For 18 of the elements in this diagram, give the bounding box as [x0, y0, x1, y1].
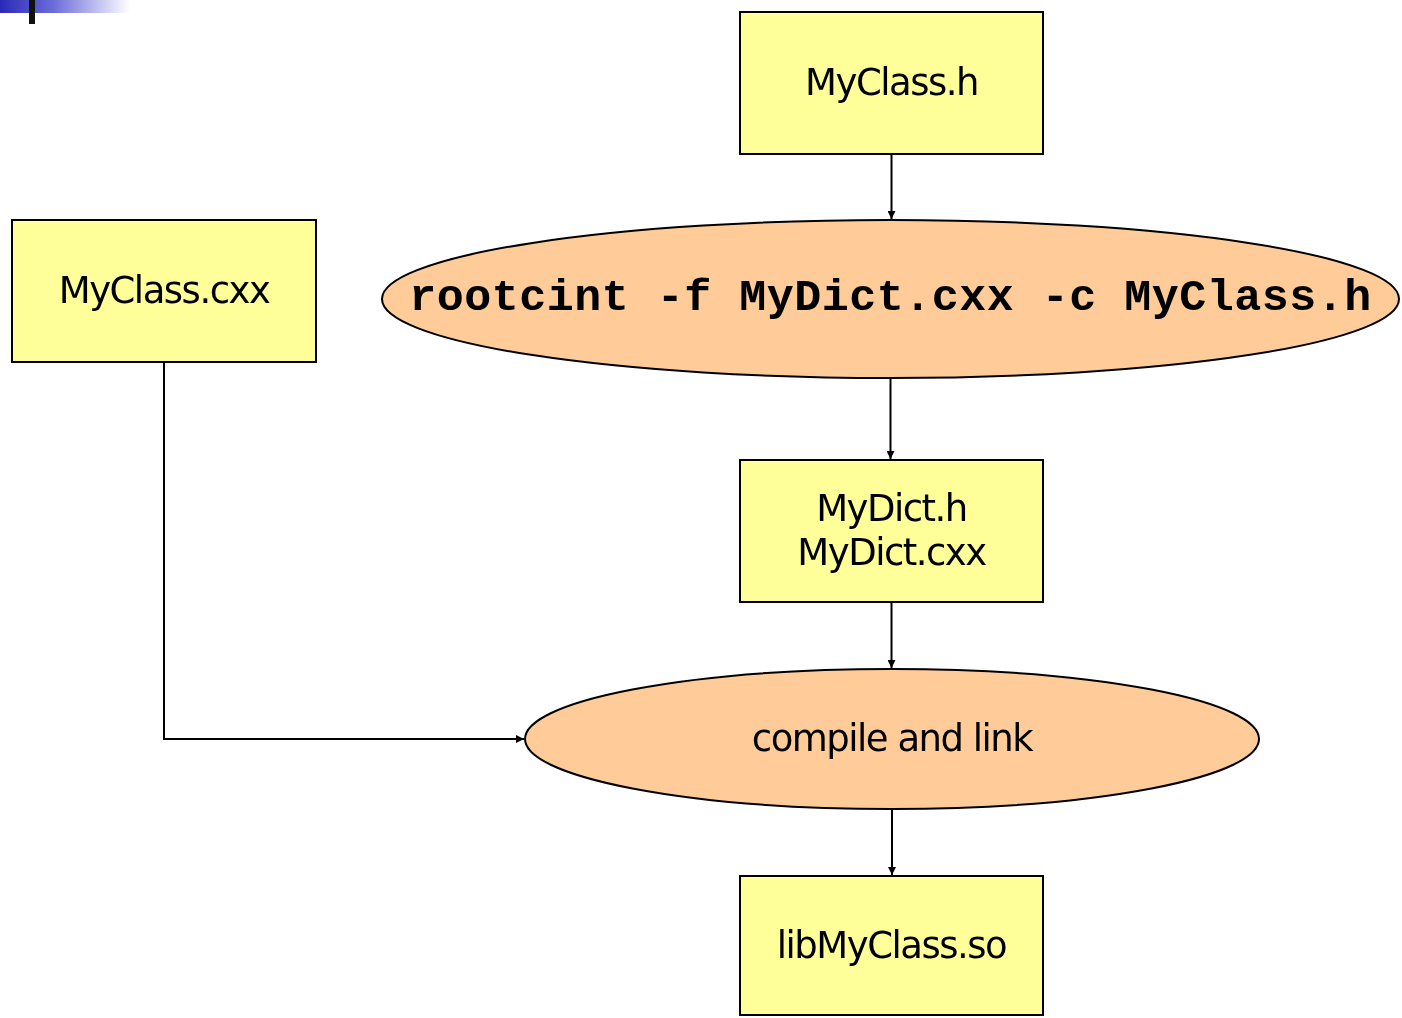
- file-box: [739, 875, 1044, 1016]
- file-box: [11, 219, 317, 363]
- node-label: MyClass.cxx: [58, 268, 270, 315]
- node-label: libMyClass.so: [776, 922, 1007, 969]
- process-ellipse: [381, 219, 1400, 379]
- arrow: [887, 154, 896, 220]
- node-label: MyClass.h: [805, 60, 978, 107]
- file-box: [739, 459, 1044, 603]
- file-box: [739, 11, 1044, 155]
- node-label: MyDict.cxx: [797, 531, 986, 576]
- process-ellipse: [524, 668, 1260, 810]
- command-text: rootcint -f MyDict.cxx -c MyClass.h: [409, 272, 1372, 327]
- arrow: [887, 602, 896, 669]
- node-label: MyDict.h: [816, 486, 967, 531]
- node-label: compile and link: [751, 716, 1033, 763]
- arrow: [163, 362, 525, 743]
- arrow: [886, 378, 895, 460]
- arrow: [888, 809, 896, 876]
